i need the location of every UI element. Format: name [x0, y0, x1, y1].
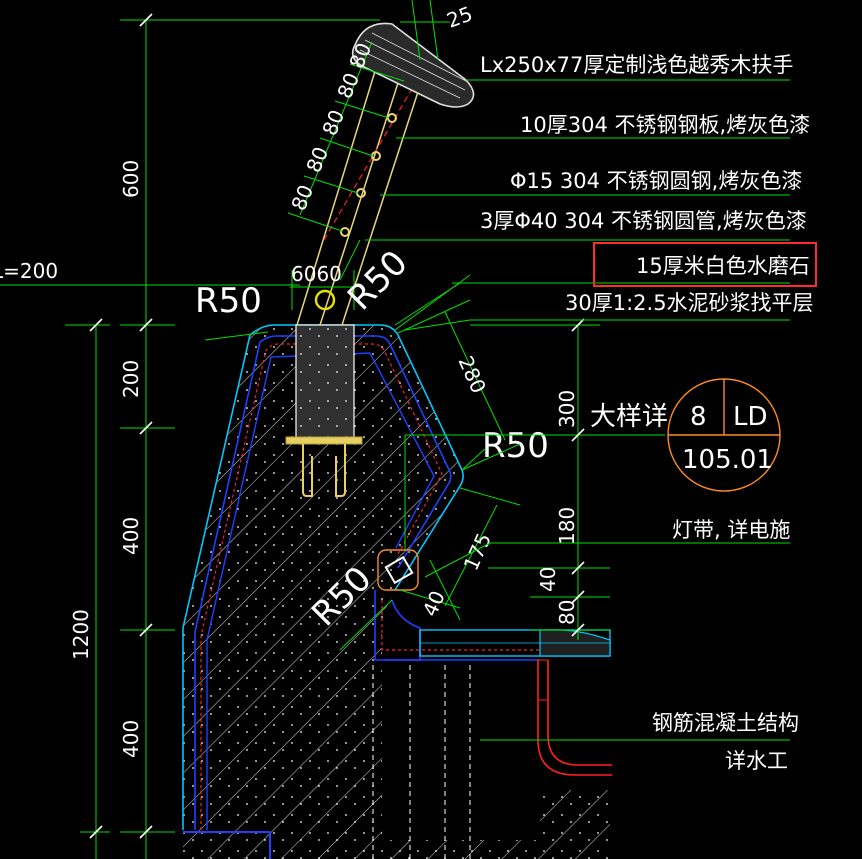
- concrete-wall: [183, 325, 610, 859]
- radius-label-top: R50: [340, 243, 416, 319]
- dim-1200: 1200: [69, 609, 93, 660]
- dim-80-b: 80: [301, 143, 333, 176]
- dim-6060: 6060: [291, 262, 342, 286]
- callout-leaders: [365, 79, 790, 741]
- dim-l-200: L=200: [0, 259, 58, 283]
- highlight-box: [593, 242, 817, 287]
- dim-40-slant: 40: [418, 587, 450, 620]
- dim-80-right: 80: [555, 600, 579, 625]
- detail-mark: [667, 378, 781, 492]
- radius-label-left: R50: [195, 281, 262, 321]
- drain-pipe: [537, 659, 612, 776]
- right-dimension-chain: [404, 324, 610, 640]
- wood-handrail: [351, 22, 475, 108]
- dim-280: 280: [453, 352, 490, 397]
- callout-terrazzo: 15厚米白色水磨石: [636, 254, 810, 278]
- dim-180: 180: [555, 507, 579, 545]
- channel-anchor-icon: [302, 444, 346, 497]
- dim-400-upper: 400: [119, 517, 143, 555]
- dim-200: 200: [119, 360, 143, 398]
- slanted-dimensions: [397, 299, 521, 621]
- dim-40: 40: [536, 567, 560, 592]
- detail-sheet-code: LD: [733, 402, 768, 432]
- callout-steel-tube: 3厚Φ40 304 不锈钢圆管,烤灰色漆: [480, 209, 807, 233]
- callout-light-strip: 灯带, 详电施: [672, 518, 790, 542]
- dim-600: 600: [119, 160, 143, 198]
- detail-sheet-no: 105.01: [682, 445, 773, 475]
- dim-80-d: 80: [332, 69, 364, 102]
- post-dimension-chain: [287, 0, 450, 310]
- dim-175: 175: [459, 529, 496, 574]
- dim-300: 300: [555, 390, 579, 428]
- right-dimension-ticks: [571, 318, 585, 637]
- dim-400-lower: 400: [119, 720, 143, 758]
- detail-title: 大样详: [590, 402, 668, 432]
- callout-structure: 钢筋混凝土结构: [652, 711, 799, 735]
- detail-number: 8: [690, 402, 707, 432]
- dim-25: 25: [444, 1, 476, 32]
- left-dimension-ticks: [89, 13, 153, 839]
- post-footing: [285, 324, 363, 445]
- callout-steel-plate: 10厚304 不锈钢钢板,烤灰色漆: [520, 113, 810, 137]
- circle-steel-tube-icon: [314, 289, 336, 311]
- square-pipe-icon: [377, 549, 419, 591]
- callout-round-steel: Φ15 304 不锈钢圆钢,烤灰色漆: [510, 169, 802, 193]
- callout-plumbing: 详水工: [725, 749, 788, 773]
- callout-handrail: Lx250x77厚定制浅色越秀木扶手: [480, 53, 793, 77]
- callout-mortar: 30厚1:2.5水泥砂浆找平层: [565, 291, 814, 315]
- dim-80-a: 80: [286, 181, 318, 214]
- dim-80-c: 80: [317, 106, 349, 139]
- hidden-lines: [372, 665, 471, 859]
